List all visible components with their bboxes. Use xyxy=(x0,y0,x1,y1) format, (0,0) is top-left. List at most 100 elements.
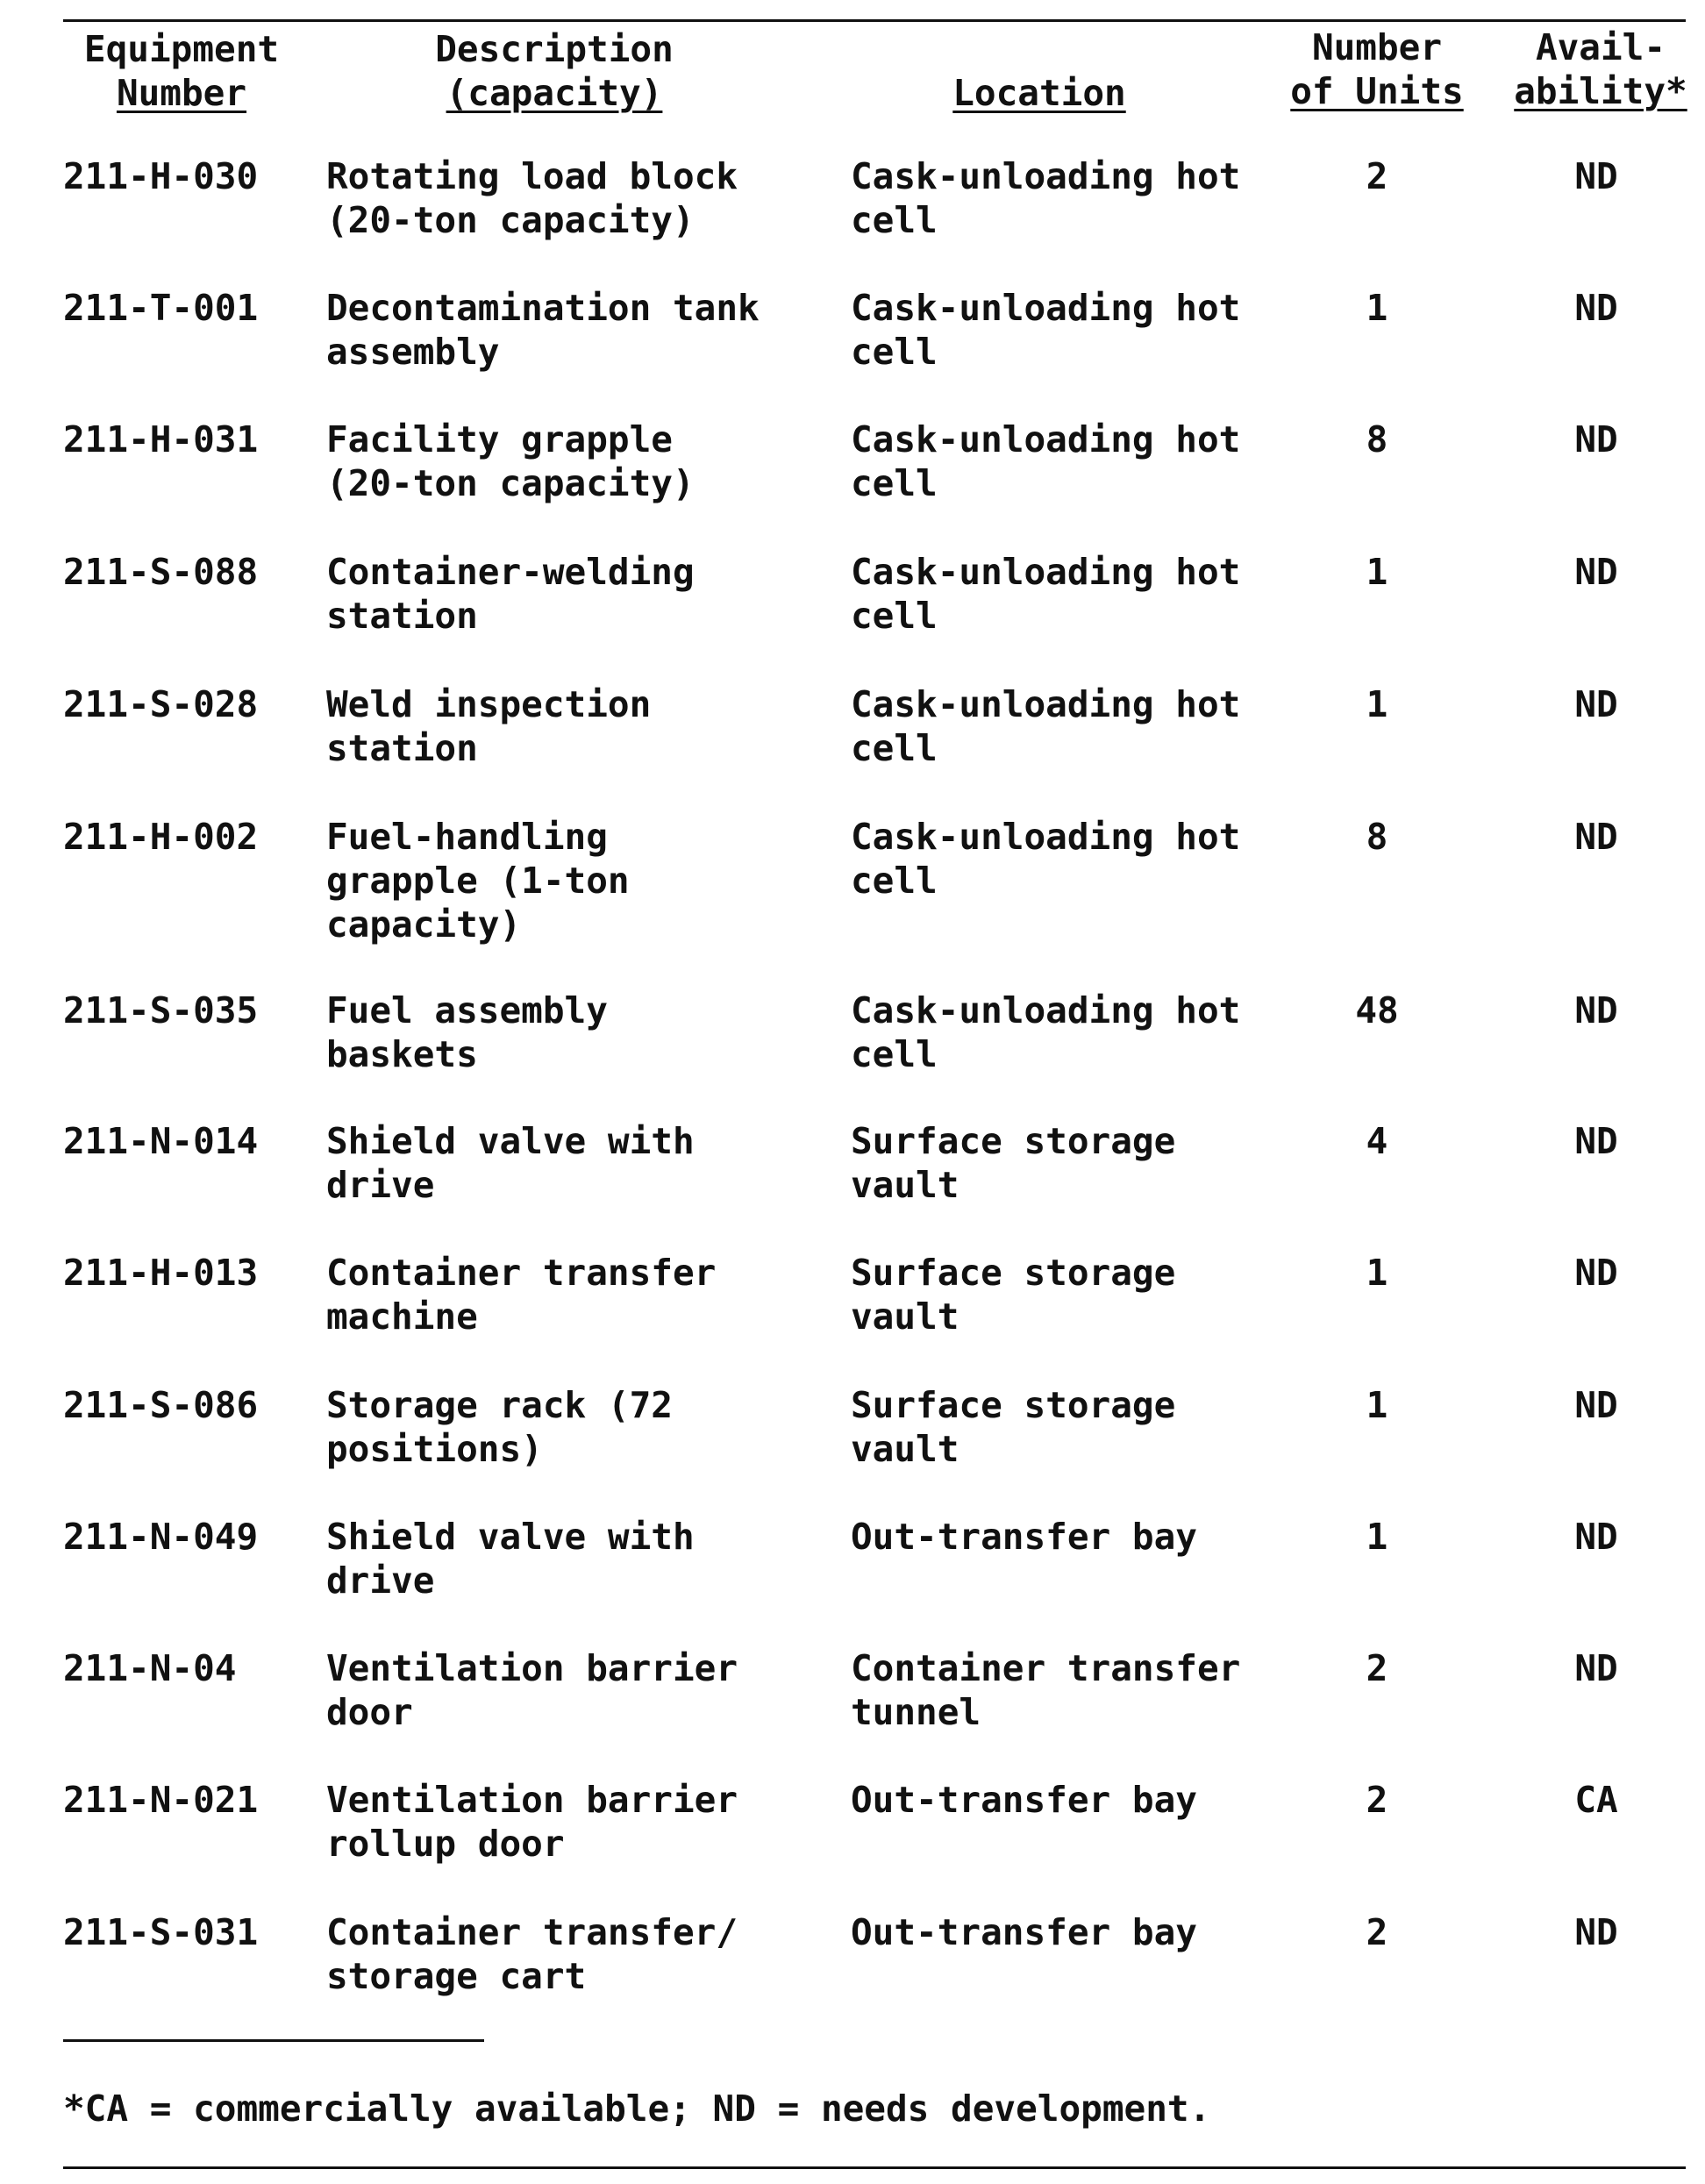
header-equipment-number: Equipment Number xyxy=(63,26,300,114)
description-line: Facility grapple xyxy=(326,418,673,460)
location: Surface storage vault xyxy=(851,1383,1175,1471)
equipment-number: 211-H-031 xyxy=(63,418,259,460)
number-of-units: 1 xyxy=(1366,1516,1388,1558)
description-line: Container transfer/ xyxy=(326,1911,738,1953)
description-line: Fuel-handling xyxy=(326,816,608,858)
header-units-line1: Number xyxy=(1311,26,1443,68)
availability: ND xyxy=(1574,1516,1618,1558)
location-line: cell xyxy=(851,462,938,504)
header-description-line1: Description xyxy=(435,28,674,70)
number-of-units: 1 xyxy=(1366,1384,1388,1426)
description-line: storage cart xyxy=(326,1955,587,1997)
location-line: tunnel xyxy=(851,1691,981,1733)
location-line: Out-transfer bay xyxy=(851,1911,1197,1953)
header-description-line2: (capacity) xyxy=(446,72,663,114)
number-of-units: 2 xyxy=(1366,1911,1388,1953)
location-line: Surface storage xyxy=(851,1384,1176,1426)
location-line: Cask-unloading hot xyxy=(851,155,1241,197)
header-location-line1 xyxy=(833,26,1245,70)
number-of-units: 2 xyxy=(1366,1647,1388,1689)
header-location-line2: Location xyxy=(952,72,1126,114)
description: Container transfer/ storage cart xyxy=(326,1910,738,1998)
location: Cask-unloading hot cell xyxy=(851,989,1240,1076)
location: Cask-unloading hot cell xyxy=(851,550,1240,638)
equipment-number: 211-S-088 xyxy=(63,551,259,593)
description: Facility grapple (20-ton capacity) xyxy=(326,418,695,505)
location: Container transfer tunnel xyxy=(851,1646,1240,1734)
availability: ND xyxy=(1574,816,1618,858)
location-line: cell xyxy=(851,860,938,902)
description-line: station xyxy=(326,727,478,769)
location: Cask-unloading hot cell xyxy=(851,154,1240,242)
description: Weld inspection station xyxy=(326,682,651,770)
availability: CA xyxy=(1574,1779,1618,1821)
description-line: Ventilation barrier xyxy=(326,1647,738,1689)
header-location: Location xyxy=(833,26,1245,114)
footnote-rule xyxy=(63,2039,484,2042)
location: Out-transfer bay xyxy=(851,1910,1197,1954)
availability: ND xyxy=(1574,1647,1618,1689)
equipment-number: 211-H-013 xyxy=(63,1252,259,1294)
number-of-units: 4 xyxy=(1366,1120,1388,1162)
location-line: Cask-unloading hot xyxy=(851,418,1241,460)
description-line: Shield valve with xyxy=(326,1120,695,1162)
header-description: Description (capacity) xyxy=(326,26,782,114)
number-of-units: 8 xyxy=(1366,418,1388,460)
header-availability-line2: ability* xyxy=(1514,70,1687,112)
description-line: Shield valve with xyxy=(326,1516,695,1558)
location-line: cell xyxy=(851,1033,938,1075)
equipment-number: 211-N-049 xyxy=(63,1516,259,1558)
availability: ND xyxy=(1574,551,1618,593)
bottom-rule xyxy=(63,2166,1686,2169)
location-line: cell xyxy=(851,199,938,241)
location-line: cell xyxy=(851,595,938,637)
availability: ND xyxy=(1574,155,1618,197)
availability: ND xyxy=(1574,1252,1618,1294)
description-line: (20-ton capacity) xyxy=(326,199,695,241)
equipment-number: 211-N-014 xyxy=(63,1120,259,1162)
description: Container transfer machine xyxy=(326,1251,716,1338)
description: Fuel assembly baskets xyxy=(326,989,608,1076)
number-of-units: 1 xyxy=(1366,683,1388,725)
location: Surface storage vault xyxy=(851,1251,1175,1338)
number-of-units: 1 xyxy=(1366,287,1388,329)
location-line: vault xyxy=(851,1164,960,1206)
description-line: (20-ton capacity) xyxy=(326,462,695,504)
description: Shield valve with drive xyxy=(326,1119,695,1207)
description: Ventilation barrier door xyxy=(326,1646,738,1734)
equipment-number: 211-N-04 xyxy=(63,1647,237,1689)
description: Ventilation barrier rollup door xyxy=(326,1778,738,1866)
number-of-units: 8 xyxy=(1366,816,1388,858)
header-availability-line1: Avail- xyxy=(1535,26,1666,68)
equipment-number: 211-S-086 xyxy=(63,1384,259,1426)
description-line: grapple (1-ton xyxy=(326,860,630,902)
number-of-units: 2 xyxy=(1366,155,1388,197)
location-line: vault xyxy=(851,1295,960,1338)
description-line: Ventilation barrier xyxy=(326,1779,738,1821)
location: Out-transfer bay xyxy=(851,1515,1197,1559)
description-line: Decontamination tank xyxy=(326,287,760,329)
location-line: vault xyxy=(851,1428,960,1470)
description: Fuel-handling grapple (1-ton capacity) xyxy=(326,815,630,946)
description-line: Storage rack (72 xyxy=(326,1384,673,1426)
header-number-of-units: Number of Units xyxy=(1281,25,1473,112)
description-line: assembly xyxy=(326,331,500,373)
description-line: drive xyxy=(326,1164,435,1206)
availability: ND xyxy=(1574,418,1618,460)
location-line: Out-transfer bay xyxy=(851,1516,1197,1558)
description: Container-welding station xyxy=(326,550,695,638)
description-line: door xyxy=(326,1691,413,1733)
availability: ND xyxy=(1574,1911,1618,1953)
description-line: positions) xyxy=(326,1428,543,1470)
availability: ND xyxy=(1574,683,1618,725)
availability: ND xyxy=(1574,1120,1618,1162)
location: Cask-unloading hot cell xyxy=(851,682,1240,770)
equipment-number: 211-S-031 xyxy=(63,1911,259,1953)
location-line: Cask-unloading hot xyxy=(851,816,1241,858)
availability: ND xyxy=(1574,287,1618,329)
number-of-units: 2 xyxy=(1366,1779,1388,1821)
availability: ND xyxy=(1574,1384,1618,1426)
description-line: rollup door xyxy=(326,1823,565,1865)
equipment-number: 211-H-002 xyxy=(63,816,259,858)
